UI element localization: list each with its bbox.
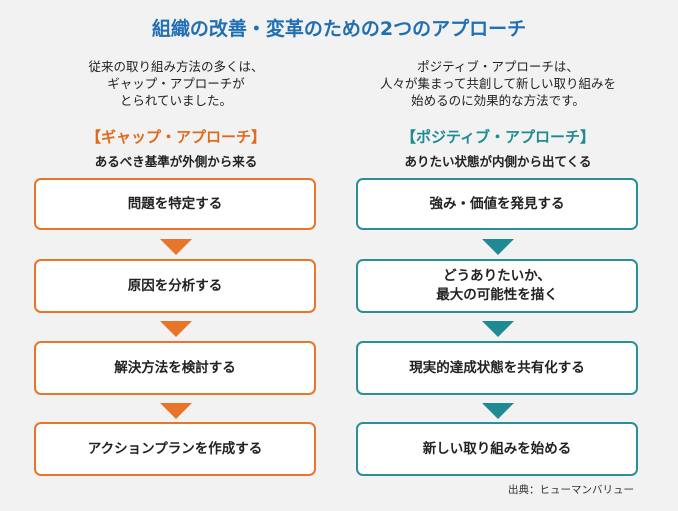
gap-intro-line: ギャップ・アプローチが (107, 76, 245, 91)
positive-step-2: どうありたいか、 最大の可能性を描く (356, 259, 638, 313)
positive-step-1: 強み・価値を発見する (356, 178, 638, 230)
gap-intro: 従来の取り組み方法の多くは、 ギャップ・アプローチが とられていました。 (26, 58, 326, 116)
down-arrow-icon (482, 403, 514, 419)
step-text: 原因を分析する (127, 277, 223, 294)
step-text: アクションプランを作成する (87, 440, 263, 457)
step-text: 現実的達成状態を共有化する (409, 359, 585, 376)
gap-subheading: あるべき基準が外側から来る (94, 154, 258, 169)
down-arrow-icon (482, 321, 514, 337)
step-text: 解決方法を検討する (114, 359, 236, 376)
positive-intro-line: 人々が集まって共創して新しい取り組みを (379, 76, 616, 91)
positive-intro-line: ポジティブ・アプローチは、 (417, 59, 579, 74)
positive-heading: 【ポジティブ・アプローチ】 (400, 128, 596, 146)
positive-intro: ポジティブ・アプローチは、 人々が集まって共創して新しい取り組みを 始めるのに効… (348, 58, 648, 116)
down-arrow-icon (160, 239, 192, 255)
gap-step-2: 原因を分析する (34, 259, 316, 313)
positive-step-3: 現実的達成状態を共有化する (356, 341, 638, 395)
gap-approach-column: 従来の取り組み方法の多くは、 ギャップ・アプローチが とられていました。 【ギャ… (26, 58, 326, 476)
positive-step-4: 新しい取り組みを始める (356, 422, 638, 476)
gap-step-1: 問題を特定する (34, 178, 316, 230)
down-arrow-icon (160, 321, 192, 337)
step-text: 最大の可能性を描く (436, 287, 558, 303)
source-credit: 出典：ヒューマンバリュー (508, 484, 634, 496)
positive-approach-column: ポジティブ・アプローチは、 人々が集まって共創して新しい取り組みを 始めるのに効… (348, 58, 648, 476)
diagram-title: 組織の改善・変革のための2つのアプローチ (151, 18, 527, 40)
down-arrow-icon (160, 403, 192, 419)
gap-heading: 【ギャップ・アプローチ】 (85, 128, 266, 146)
step-text: 問題を特定する (127, 195, 223, 212)
positive-subheading: ありたい状態が内側から出てくる (404, 154, 592, 169)
gap-step-4: アクションプランを作成する (34, 422, 316, 476)
step-text: どうありたいか、 (443, 268, 551, 284)
down-arrow-icon (482, 239, 514, 255)
step-text: 強み・価値を発見する (429, 195, 565, 212)
positive-intro-line: 始めるのに効果的な方法です。 (411, 93, 585, 108)
gap-intro-line: とられていました。 (119, 93, 233, 108)
gap-step-3: 解決方法を検討する (34, 341, 316, 395)
gap-intro-line: 従来の取り組み方法の多くは、 (88, 59, 264, 74)
step-text: 新しい取り組みを始める (422, 440, 572, 457)
